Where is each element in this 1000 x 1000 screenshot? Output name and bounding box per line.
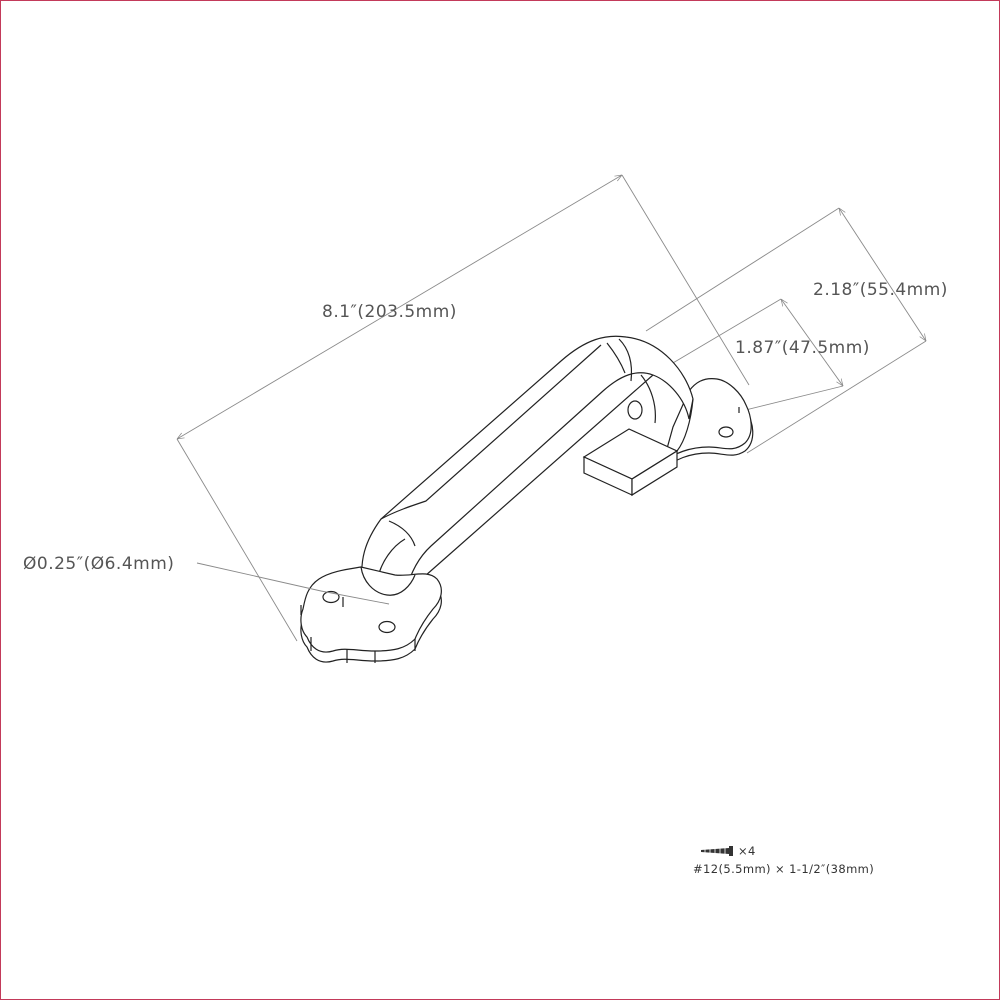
width-dimension-label: 2.18″(55.4mm)	[813, 280, 948, 300]
left-mounting-foot	[300, 566, 442, 663]
screw-quantity: ×4	[738, 844, 756, 858]
screw-icon	[701, 846, 733, 856]
right-screw-hole	[718, 426, 734, 438]
right-hole-inner	[627, 400, 643, 420]
length-dimension-label: 8.1″(203.5mm)	[322, 302, 457, 322]
left-screw-hole-bottom	[378, 620, 396, 634]
length-extension-right	[621, 174, 750, 386]
screw-legend: ×4 #12(5.5mm) × 1-1/2″(38mm)	[693, 844, 874, 876]
screw-spec: #12(5.5mm) × 1-1/2″(38mm)	[693, 862, 874, 876]
length-extension-left	[176, 438, 298, 642]
hole-diameter-callout: Ø0.25″(Ø6.4mm)	[23, 554, 390, 605]
latch-tongue	[582, 428, 679, 497]
hole-leader-line	[196, 562, 322, 592]
width-extension-bottom	[746, 340, 927, 454]
width-extension-top	[645, 207, 840, 332]
height-dimension-label: 1.87″(47.5mm)	[735, 338, 870, 358]
handle-body	[361, 335, 694, 592]
length-dimension-line	[177, 175, 622, 439]
left-screw-hole-top	[322, 590, 340, 604]
hole-diameter-label: Ø0.25″(Ø6.4mm)	[23, 554, 174, 574]
height-extension-top	[655, 298, 782, 374]
width-dimension-line	[839, 208, 926, 341]
height-dimension-line	[781, 299, 843, 386]
length-dimension: 8.1″(203.5mm)	[176, 174, 750, 642]
width-dimension: 2.18″(55.4mm)	[645, 207, 948, 454]
